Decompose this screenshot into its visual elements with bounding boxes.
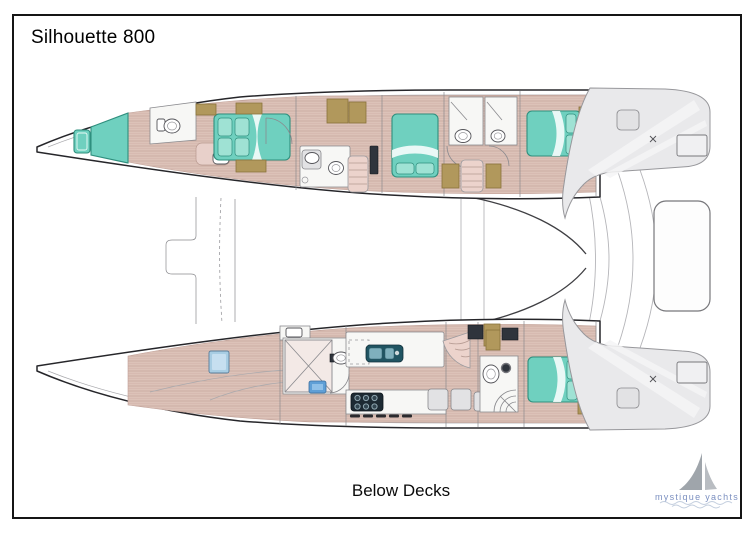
transom-step <box>676 361 708 384</box>
transom-step <box>676 134 708 157</box>
locker <box>235 102 263 115</box>
shower-drain <box>301 176 309 184</box>
port-forepeak <box>90 112 129 164</box>
toilet <box>454 129 472 143</box>
shower-fan <box>493 389 517 413</box>
port-stern-deck <box>562 87 711 220</box>
logo-text: mystique yachts <box>655 492 739 502</box>
cockpit-arc-2 <box>599 196 610 322</box>
port-hull <box>36 87 711 220</box>
tv-cabinet <box>369 145 379 175</box>
curved-stairs <box>442 331 471 369</box>
sink <box>500 362 512 374</box>
port-bow-hatch <box>73 129 91 154</box>
port-aft-head-2 <box>484 96 518 146</box>
door-arc <box>329 373 350 394</box>
locker <box>441 163 460 189</box>
starboard-deck-hatch-inner <box>212 354 226 370</box>
locker <box>501 327 519 341</box>
cockpit-arc-3 <box>617 171 634 347</box>
starboard-aft-head <box>479 355 519 413</box>
wardrobe <box>326 98 349 124</box>
starboard-stern-deck <box>562 298 711 431</box>
cleat-mark <box>649 135 657 143</box>
logo-wave <box>671 504 721 509</box>
deck-caption: Below Decks <box>351 481 451 500</box>
toilet <box>329 351 350 365</box>
logo-wave <box>659 501 733 505</box>
logo: mystique yachts <box>655 453 739 509</box>
drawer-handles <box>350 414 412 418</box>
locker <box>195 103 217 116</box>
wardrobe <box>348 101 367 124</box>
cleat-mark <box>649 375 657 383</box>
page-title: Silhouette 800 <box>31 27 156 48</box>
companionway-stairs <box>460 159 484 193</box>
cockpit-arc-1 <box>587 189 596 329</box>
port-bow-hatch-inner <box>76 132 88 151</box>
companionway-stairs <box>347 155 369 193</box>
toilet <box>156 118 181 134</box>
logo-jib-icon <box>705 462 717 490</box>
starboard-hull <box>36 298 711 431</box>
stove <box>350 392 384 412</box>
galley-island <box>345 331 445 368</box>
toilet <box>482 364 500 384</box>
deck-hatch <box>616 387 640 409</box>
locker <box>485 329 501 351</box>
locker <box>485 163 502 189</box>
centerline-dashed <box>219 197 223 324</box>
galley-sink <box>365 344 404 363</box>
locker <box>467 324 484 340</box>
port-mid-head <box>299 145 351 188</box>
toilet <box>328 161 344 175</box>
locker <box>235 159 267 173</box>
port-forward-berth <box>213 113 291 161</box>
deck-hatch <box>616 109 640 131</box>
port-aft-head-1 <box>448 96 484 146</box>
logo-sail-icon <box>679 453 702 490</box>
starboard-aft-berth <box>527 356 583 403</box>
forward-beam-notch <box>165 197 197 324</box>
toilet <box>490 129 506 143</box>
port-mid-berth <box>391 113 439 178</box>
bridge-deck <box>165 169 711 349</box>
aft-platform <box>653 200 711 312</box>
door-arc <box>265 117 293 145</box>
starboard-forward-head <box>282 337 350 395</box>
galley-counter <box>345 389 447 418</box>
tunnel-edge-top <box>469 196 587 255</box>
sink <box>285 327 303 338</box>
